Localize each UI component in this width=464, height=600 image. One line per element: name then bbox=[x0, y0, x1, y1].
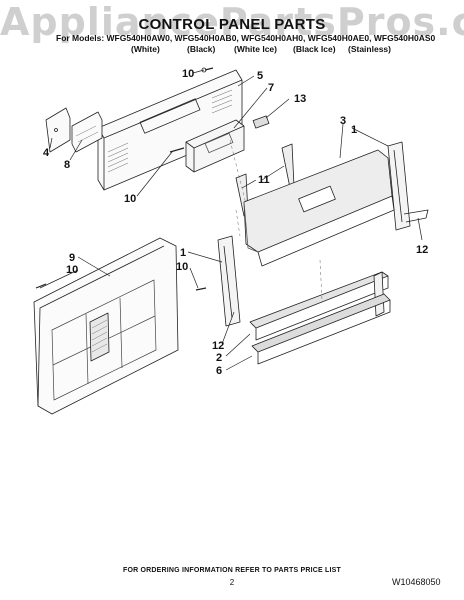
page-number: 2 bbox=[229, 578, 235, 587]
callout-10: 10 bbox=[182, 68, 194, 80]
bracket-part-4 bbox=[45, 107, 71, 153]
callout-11: 11 bbox=[258, 174, 270, 186]
screw-part bbox=[35, 283, 47, 289]
callout-2: 2 bbox=[216, 352, 222, 364]
callout-12: 12 bbox=[416, 244, 428, 256]
end-cap-part-1 bbox=[217, 235, 241, 327]
page-title: CONTROL PANEL PARTS bbox=[138, 16, 326, 33]
callout-10: 10 bbox=[176, 261, 188, 273]
screw-part bbox=[169, 147, 185, 153]
variant-label: (Black) bbox=[187, 44, 216, 54]
variant-label: (Black Ice) bbox=[293, 44, 336, 54]
screw-head bbox=[201, 67, 207, 73]
variant-label: (White Ice) bbox=[234, 44, 277, 54]
ordering-info: FOR ORDERING INFORMATION REFER TO PARTS … bbox=[122, 567, 342, 574]
callout-10: 10 bbox=[66, 264, 78, 276]
variant-label: (White) bbox=[131, 44, 160, 54]
side-bracket-part-1 bbox=[387, 141, 429, 231]
callout-5: 5 bbox=[257, 70, 263, 82]
document-number: W10468050 bbox=[392, 577, 441, 587]
callout-12: 12 bbox=[212, 340, 224, 352]
callout-1: 1 bbox=[180, 247, 186, 259]
models-line: For Models: WFG540H0AW0, WFG540H0AB0, WF… bbox=[56, 33, 436, 43]
knob-part-13 bbox=[252, 115, 270, 129]
callout-1: 1 bbox=[351, 124, 357, 136]
callout-3: 3 bbox=[340, 115, 346, 127]
control-panel-part-3 bbox=[243, 149, 395, 267]
callout-7: 7 bbox=[268, 82, 274, 94]
watermark: AppliancePartsPros.com bbox=[0, 0, 464, 44]
callout-10: 10 bbox=[124, 193, 136, 205]
screw-part bbox=[195, 287, 207, 291]
upper-bracket-part bbox=[97, 69, 243, 191]
control-housing-part-7 bbox=[185, 119, 245, 173]
callout-13: 13 bbox=[294, 93, 306, 105]
callout-6: 6 bbox=[216, 365, 222, 377]
callout-4: 4 bbox=[43, 147, 50, 159]
control-board-part-8 bbox=[71, 111, 103, 153]
bottom-trim-part-6 bbox=[251, 293, 391, 365]
back-cover-part-9 bbox=[33, 237, 179, 415]
callout-9: 9 bbox=[69, 252, 75, 264]
trim-part-2 bbox=[249, 271, 389, 341]
callout-8: 8 bbox=[64, 159, 70, 171]
variant-label: (Stainless) bbox=[348, 44, 391, 54]
